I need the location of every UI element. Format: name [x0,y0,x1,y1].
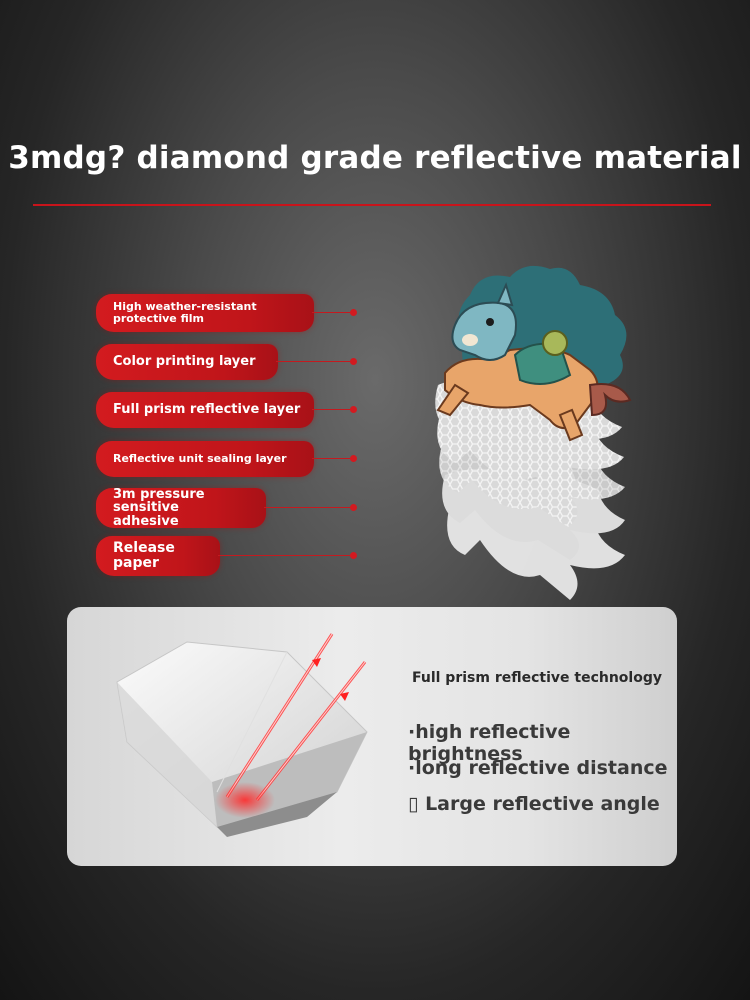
leader-line [264,507,352,508]
layer-label-text: Release paper [113,540,175,571]
layer-label-color-printing: Color printing layer [96,344,278,380]
page-title: 3mdg? diamond grade reflective material [8,140,742,176]
layer-label-adhesive: 3m pressure sensitive adhesive [96,486,266,529]
layer-label-text: Color printing layer [113,354,256,370]
leader-line [218,555,352,556]
layer-label-prism-layer: Full prism reflective layer [96,392,314,428]
layer-label-sealing-layer: Reflective unit sealing layer [96,441,314,477]
leader-line [276,361,352,362]
leader-line [312,312,352,313]
leader-line [312,458,352,459]
layer-label-protective-film: High weather-resistant protective film [96,294,314,332]
feature-brightness: ·high reflective brightness [408,721,571,765]
leader-line [312,409,352,410]
leader-dot [350,552,357,559]
prism-illustration [116,633,368,837]
technology-card: Full prism reflective technology ·high r… [67,607,677,866]
layer-label-release-paper: Release paper [96,536,220,576]
leader-dot [350,455,357,462]
leader-dot [350,358,357,365]
layer-label-text: 3m pressure sensitive adhesive [113,486,205,529]
feature-distance: ·long reflective distance [408,757,668,779]
leader-dot [350,504,357,511]
layer-label-text: High weather-resistant protective film [113,300,257,325]
layer-label-text: Full prism reflective layer [113,402,301,418]
leader-dot [350,406,357,413]
title-divider [33,204,711,206]
leader-dot [350,309,357,316]
layer-label-text: Reflective unit sealing layer [113,452,287,466]
layered-sticker-illustration [435,265,632,600]
feature-angle: ▯ Large reflective angle [408,793,660,815]
technology-title: Full prism reflective technology [412,670,662,686]
